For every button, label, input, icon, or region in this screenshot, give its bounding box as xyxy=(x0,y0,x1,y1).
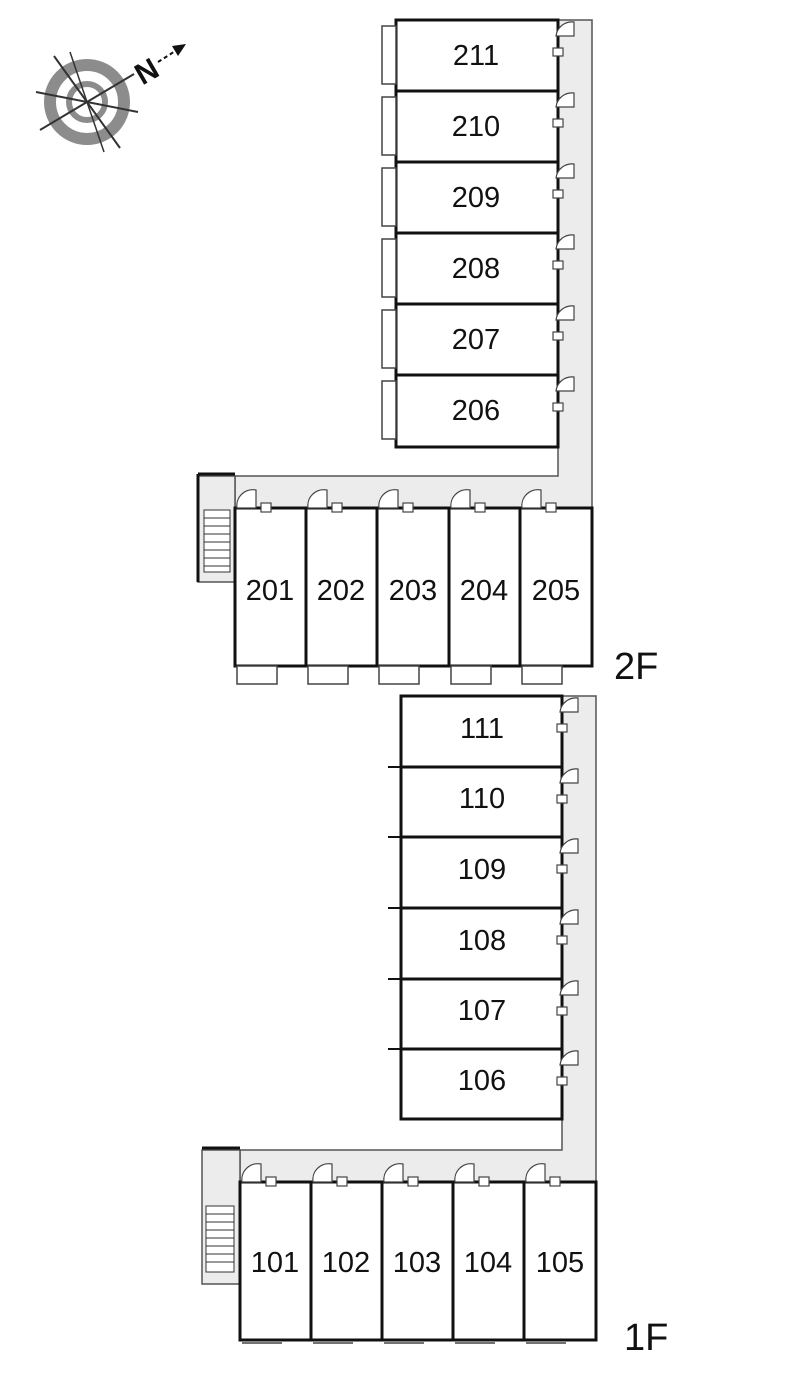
floor-1f: 111 110 109 108 107 xyxy=(201,694,668,1359)
unit-number: 202 xyxy=(317,575,365,607)
unit-208[interactable]: 208 xyxy=(381,231,575,306)
unit-number: 111 xyxy=(460,713,504,745)
unit-204[interactable]: 204 xyxy=(447,489,522,685)
unit-103[interactable]: 103 xyxy=(380,1163,455,1344)
unit-number: 205 xyxy=(532,575,580,607)
unit-110[interactable]: 110 xyxy=(388,765,579,839)
unit-107[interactable]: 107 xyxy=(388,977,579,1051)
unit-number: 107 xyxy=(458,995,506,1027)
unit-number: 109 xyxy=(458,854,506,886)
unit-209[interactable]: 209 xyxy=(381,160,575,235)
unit-205[interactable]: 205 xyxy=(518,489,594,685)
compass-rose-icon xyxy=(35,51,139,153)
unit-104[interactable]: 104 xyxy=(451,1163,526,1344)
unit-number: 102 xyxy=(322,1247,370,1279)
unit-number: 104 xyxy=(464,1247,512,1279)
unit-number: 210 xyxy=(452,111,500,143)
unit-109[interactable]: 109 xyxy=(388,835,579,910)
unit-number: 209 xyxy=(452,182,500,214)
unit-203[interactable]: 203 xyxy=(375,489,451,685)
unit-number: 207 xyxy=(452,324,500,356)
staircase-2f xyxy=(203,509,231,573)
floor-2f: 211 210 209 208 207 xyxy=(196,18,658,688)
unit-number: 106 xyxy=(458,1065,506,1097)
unit-number: 208 xyxy=(452,253,500,285)
unit-101[interactable]: 101 xyxy=(238,1163,313,1344)
floor-label-1f: 1F xyxy=(624,1317,668,1359)
unit-111[interactable]: 111 xyxy=(399,694,579,769)
north-arrow-icon xyxy=(157,44,186,63)
unit-number: 201 xyxy=(246,575,294,607)
unit-202[interactable]: 202 xyxy=(304,489,379,685)
unit-number: 206 xyxy=(452,395,500,427)
unit-207[interactable]: 207 xyxy=(381,302,575,377)
compass-north-label: N xyxy=(129,52,164,91)
unit-210[interactable]: 210 xyxy=(381,89,575,164)
unit-number: 105 xyxy=(536,1247,584,1279)
compass: N xyxy=(35,44,186,153)
unit-number: 211 xyxy=(453,40,499,72)
unit-211[interactable]: 211 xyxy=(381,18,575,93)
floor-label-2f: 2F xyxy=(614,646,658,688)
unit-number: 204 xyxy=(460,575,508,607)
unit-number: 103 xyxy=(393,1247,441,1279)
unit-108[interactable]: 108 xyxy=(388,906,579,981)
unit-number: 203 xyxy=(389,575,437,607)
unit-number: 101 xyxy=(251,1247,299,1279)
unit-106[interactable]: 106 xyxy=(388,1047,579,1121)
unit-number: 108 xyxy=(458,925,506,957)
unit-102[interactable]: 102 xyxy=(309,1163,384,1344)
unit-105[interactable]: 105 xyxy=(522,1163,598,1344)
staircase-1f xyxy=(205,1205,235,1273)
unit-number: 110 xyxy=(459,783,505,815)
unit-201[interactable]: 201 xyxy=(233,489,308,685)
unit-206[interactable]: 206 xyxy=(381,373,575,449)
